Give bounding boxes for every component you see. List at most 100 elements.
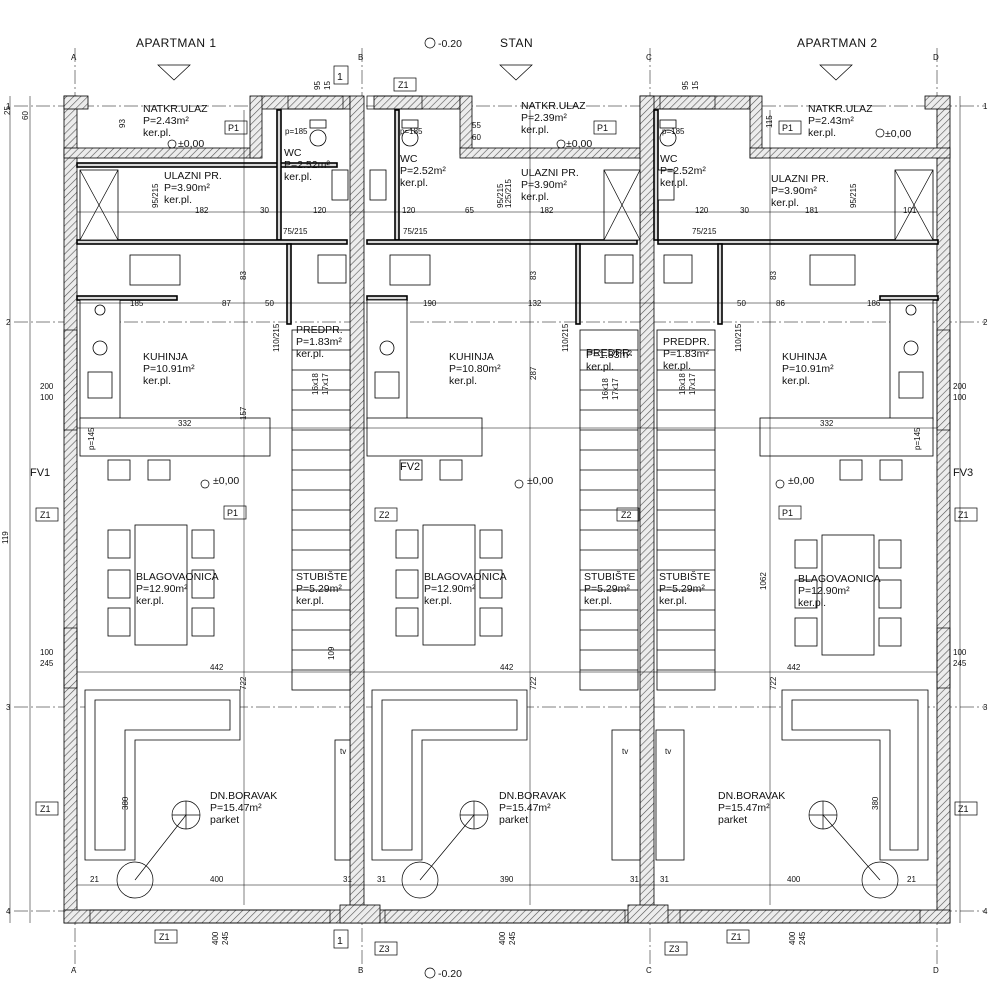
furniture [79, 119, 934, 899]
dim-83-3: 83 [769, 271, 778, 280]
dim-119: 119 [1, 531, 10, 544]
level-marker-top [424, 37, 436, 49]
axis-row-4-right: 4 [983, 907, 988, 916]
dim-132: 132 [528, 299, 542, 308]
dim-75-215-1: 75/215 [283, 227, 308, 236]
dim-100-left-2: 100 [40, 648, 54, 657]
side-windows [63, 95, 951, 924]
level-marks: ±0,00 ±0,00 ±0,00 ±0,00 ±0,00 ±0,00 [167, 128, 911, 489]
title-stan: STAN [500, 36, 533, 50]
dim-287: 287 [529, 366, 538, 380]
dim-87-1: 87 [222, 299, 231, 308]
room-labels: NATKR.ULAZ P=2.43m² ker.pl. NATKR.ULAZ P… [136, 100, 881, 826]
dim-100-right-1: 100 [953, 393, 967, 402]
room-predpr-2: PREDPR. P=1.83m² ker.pl. [663, 336, 713, 372]
entry-arrow-2 [819, 64, 853, 81]
dim-95-top-1: 95 [313, 81, 322, 90]
tag-z3-2: Z3 [669, 944, 680, 954]
dim-75-215-2: 75/215 [403, 227, 428, 236]
room-kuhinja-stan: KUHINJA P=10.80m² ker.pl. [449, 351, 504, 387]
dim-400-v1: 400 [211, 931, 220, 945]
dim-stairs-1: 16x18 [311, 373, 320, 395]
dim-55: 55 [472, 121, 481, 130]
entry-arrow-1 [157, 64, 191, 81]
tag-z2-2: Z2 [621, 510, 632, 520]
dim-120-1: 120 [313, 206, 327, 215]
room-wc-1: WC P=2.52m² ker.pl. [284, 147, 333, 183]
level-marker-bottom [424, 967, 436, 979]
dim-200-left: 200 [40, 382, 54, 391]
dim-245-v1: 245 [221, 931, 230, 945]
tag-z2-1: Z2 [379, 510, 390, 520]
dim-stairs-6: 17x17 [688, 373, 697, 395]
label-tv-3: tv [665, 747, 671, 756]
tag-z1-top: Z1 [398, 80, 409, 90]
tag-z1-left-low: Z1 [40, 804, 51, 814]
dim-83-1: 83 [239, 271, 248, 280]
dim-31-4: 31 [660, 875, 669, 884]
dim-75-215-3: 75/215 [692, 227, 717, 236]
dim-245-left: 245 [40, 659, 54, 668]
axis-col-c-top: C [646, 53, 652, 62]
room-boravak-stan: DN.BORAVAK P=15.47m² parket [499, 790, 569, 826]
window-fv2: FV2 [400, 461, 420, 473]
dim-186: 186 [867, 299, 881, 308]
room-stubiste-stan: STUBIŠTE P=5.29m² ker.pl. [584, 570, 638, 607]
section-mark-top: 1 [337, 71, 343, 83]
window-fv3: FV3 [953, 467, 973, 479]
dim-95-215-3: 95/215 [496, 183, 505, 208]
dim-50-1: 50 [265, 299, 274, 308]
dim-25-left: 25 [3, 106, 12, 115]
tags: Z1 P1 P1 P1 Z1 P1 Z2 Z2 P1 Z1 Z1 Z1 Z1 Z… [30, 77, 978, 956]
axis-row-2-left: 2 [6, 318, 11, 327]
axis-row-1-left: 1 [6, 102, 11, 111]
dimension-lines [9, 96, 961, 923]
dim-442-2: 442 [500, 663, 514, 672]
dim-110-215-3: 110/215 [734, 323, 743, 352]
dim-110-215-2: 110/215 [561, 323, 570, 352]
dim-245-v2: 245 [508, 931, 517, 945]
section-mark-bottom: 1 [337, 935, 343, 947]
dim-83-2: 83 [529, 271, 538, 280]
dim-380-1: 380 [121, 796, 130, 810]
dim-95-top-2: 95 [681, 81, 690, 90]
title-apartman-1: APARTMAN 1 [136, 36, 217, 50]
tag-p1-a1: P1 [228, 123, 239, 133]
tag-z1-bottom-2: Z1 [731, 932, 742, 942]
level-zero-1: ±0,00 [178, 138, 204, 150]
room-wc-stan: WC P=2.52m² ker.pl. [400, 153, 449, 189]
dim-15-top-2: 15 [691, 81, 700, 90]
dim-15-top-1: 15 [323, 81, 332, 90]
dim-p145-2: p=145 [913, 427, 922, 450]
dim-93-1: 93 [118, 119, 127, 128]
axis-row-2-right: 2 [983, 318, 988, 327]
tag-p1-mid-2: P1 [782, 508, 793, 518]
dim-60-left: 60 [21, 111, 30, 120]
dim-157: 157 [239, 406, 248, 420]
dim-120-3: 120 [695, 206, 709, 215]
room-predpr-1: PREDPR. P=1.83m² ker.pl. [296, 324, 346, 360]
tag-p1-a2: P1 [782, 123, 793, 133]
dim-31-2: 31 [377, 875, 386, 884]
tag-p1-mid-1: P1 [227, 508, 238, 518]
dim-200-right: 200 [953, 382, 967, 391]
axis-row-4-left: 4 [6, 907, 11, 916]
dim-120-2: 120 [402, 206, 416, 215]
dim-190: 190 [423, 299, 437, 308]
dim-332-1: 332 [178, 419, 192, 428]
dimension-texts: 185 87 50 190 132 50 86 186 182 182 181 … [1, 81, 967, 945]
dim-95-215-1: 95/215 [151, 183, 160, 208]
dim-60: 60 [472, 133, 481, 142]
dim-30-1: 30 [260, 206, 269, 215]
dim-400-1: 400 [210, 875, 224, 884]
dim-86: 86 [776, 299, 785, 308]
dim-31-1: 31 [343, 875, 352, 884]
dim-21-1: 21 [90, 875, 99, 884]
level-top: -0.20 [438, 38, 462, 50]
dim-722-2: 722 [529, 676, 538, 690]
dim-50-2: 50 [737, 299, 746, 308]
dim-245-right: 245 [953, 659, 967, 668]
dim-400-2: 400 [787, 875, 801, 884]
dim-400-v3: 400 [788, 931, 797, 945]
dim-110-215-1: 110/215 [272, 323, 281, 352]
